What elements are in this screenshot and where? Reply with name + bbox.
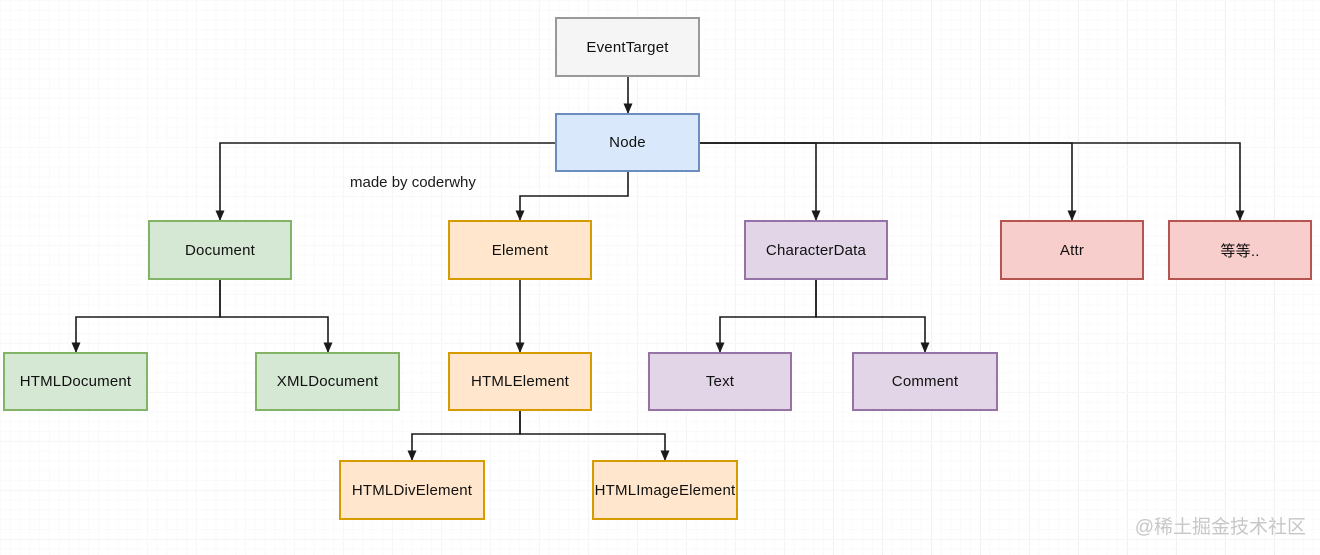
edge-node-to-attr <box>700 142 1077 221</box>
diagram-node-label: EventTarget <box>586 38 669 56</box>
diagram-node-xmldocument: XMLDocument <box>255 352 400 411</box>
diagram-node-htmldocument: HTMLDocument <box>3 352 148 411</box>
diagram-node-label: CharacterData <box>765 241 867 259</box>
diagram-node-etc: 等等.. <box>1168 220 1312 280</box>
diagram-node-attr: Attr <box>1000 220 1144 280</box>
edge-document-to-htmldocument <box>71 280 221 353</box>
diagram-node-document: Document <box>148 220 292 280</box>
diagram-node-label: Attr <box>1059 241 1085 259</box>
diagram-node-text: Text <box>648 352 792 411</box>
diagram-node-label: XMLDocument <box>276 373 379 390</box>
diagram-node-label: HTMLElement <box>470 373 570 390</box>
edge-node-to-characterdata <box>700 142 821 221</box>
diagram-node-label: Comment <box>891 373 959 390</box>
diagram-node-htmlimageelement: HTMLImageElement <box>592 460 738 520</box>
diagram-node-element: Element <box>448 220 592 280</box>
edge-characterdata-to-text <box>715 280 817 353</box>
author-annotation: made by coderwhy <box>350 174 476 191</box>
diagram-node-label: HTMLImageElement <box>594 481 736 499</box>
edge-node-to-element <box>515 172 629 221</box>
diagram-node-htmldivelement: HTMLDivElement <box>339 460 485 520</box>
watermark-text: @稀土掘金技术社区 <box>1134 517 1306 538</box>
diagram-node-label: Text <box>705 373 735 390</box>
diagram-node-htmlelement: HTMLElement <box>448 352 592 411</box>
diagram-node-label: 等等.. <box>1220 242 1260 260</box>
diagram-node-node: Node <box>555 113 700 172</box>
diagram-node-comment: Comment <box>852 352 998 411</box>
diagram-node-label: HTMLDocument <box>19 373 132 390</box>
diagram-node-label: Node <box>609 134 646 151</box>
edge-htmlelement-to-htmlimageelement <box>519 411 670 461</box>
diagram-node-eventtarget: EventTarget <box>555 17 700 77</box>
diagram-node-label: Document <box>185 241 255 259</box>
diagram-node-label: HTMLDivElement <box>351 481 473 499</box>
diagram-node-label: Element <box>491 241 549 259</box>
diagram-node-characterdata: CharacterData <box>744 220 888 280</box>
edge-node-to-etc <box>700 142 1245 221</box>
edge-document-to-xmldocument <box>219 280 333 353</box>
edge-characterdata-to-comment <box>815 280 930 353</box>
edge-htmlelement-to-htmldivelement <box>407 411 521 461</box>
